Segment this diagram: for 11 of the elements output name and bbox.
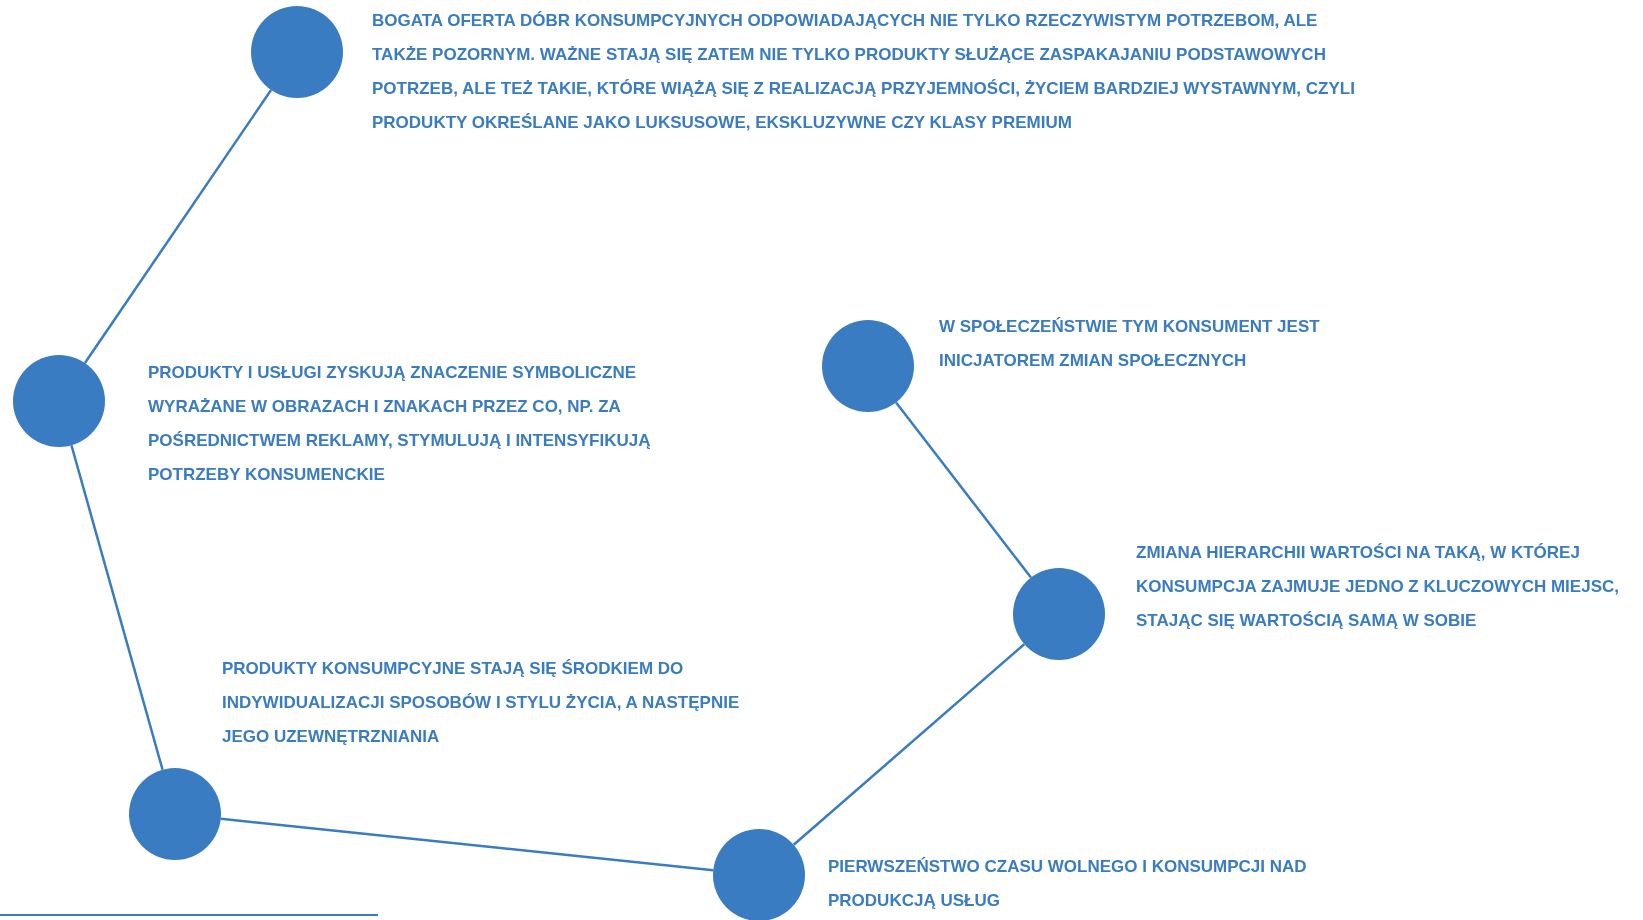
connector-line: [220, 817, 714, 872]
description-text: W SPOŁECZEŃSTWIE TYM KONSUMENT JEST INICJATOREM ZMIAN SPOŁECZNYCH: [939, 316, 1321, 372]
description-text: ZMIANA HIERARCHII WARTOŚCI NA TAKĄ, W KTÓREJ KONSUMPCJA ZAJMUJE JEDNO Z KLUCZOWYCH MIEJSC, STAJĄC SIĘ WARTOŚCIĄ SAMĄ W SOBIE: [1136, 542, 1620, 632]
connector-line: [83, 89, 273, 364]
description-text: PRODUKTY KONSUMPCYJNE STAJĄ SIĘ ŚRODKIEM DO INDYWIDUALIZACJI SPOSOBÓW I STYLU ŻYCIA, A NASTĘPNIE JEGO UZEWNĘTRZNIANIA: [222, 658, 741, 748]
connector-line: [70, 444, 164, 771]
connector-line: [895, 401, 1032, 579]
description-text: PIERWSZEŃSTWO CZASU WOLNEGO I KONSUMPCJI NAD PRODUKCJĄ USŁUG: [828, 856, 1308, 912]
connector-line: [792, 643, 1026, 846]
description-text: BOGATA OFERTA DÓBR KONSUMPCYJNYCH ODPOWIADAJĄCYCH NIE TYLKO RZECZYWISTYM POTRZEBOM, ALE TAKŻE POZORNYM. WAŻNE STAJĄ SIĘ ZATEM NIE TYLKO PRODUKTY SŁUŻĄCE ZASPAKAJANIU PODSTAWOWYCH POTRZEB, ALE TEŻ TAKIE, KTÓRE WIĄŻĄ SIĘ Z REALIZACJĄ PRZYJEMNOŚCI, ŻYCIEM BARDZIEJ WYSTAWNYM, CZYLI PRODUKTY OKREŚLANE JAKO LUKSUSOWE, EKSKLUZYWNE CZY KLASY PREMIUM: [372, 10, 1356, 134]
description-text: PRODUKTY I USŁUGI ZYSKUJĄ ZNACZENIE SYMBOLICZNE WYRAŻANE W OBRAZACH I ZNAKACH PRZEZ CO, NP. ZA POŚREDNICTWEM REKLAMY, STYMULUJĄ I INTENSYFIKUJĄ POTRZEBY KONSUMENCKIE: [148, 362, 652, 486]
